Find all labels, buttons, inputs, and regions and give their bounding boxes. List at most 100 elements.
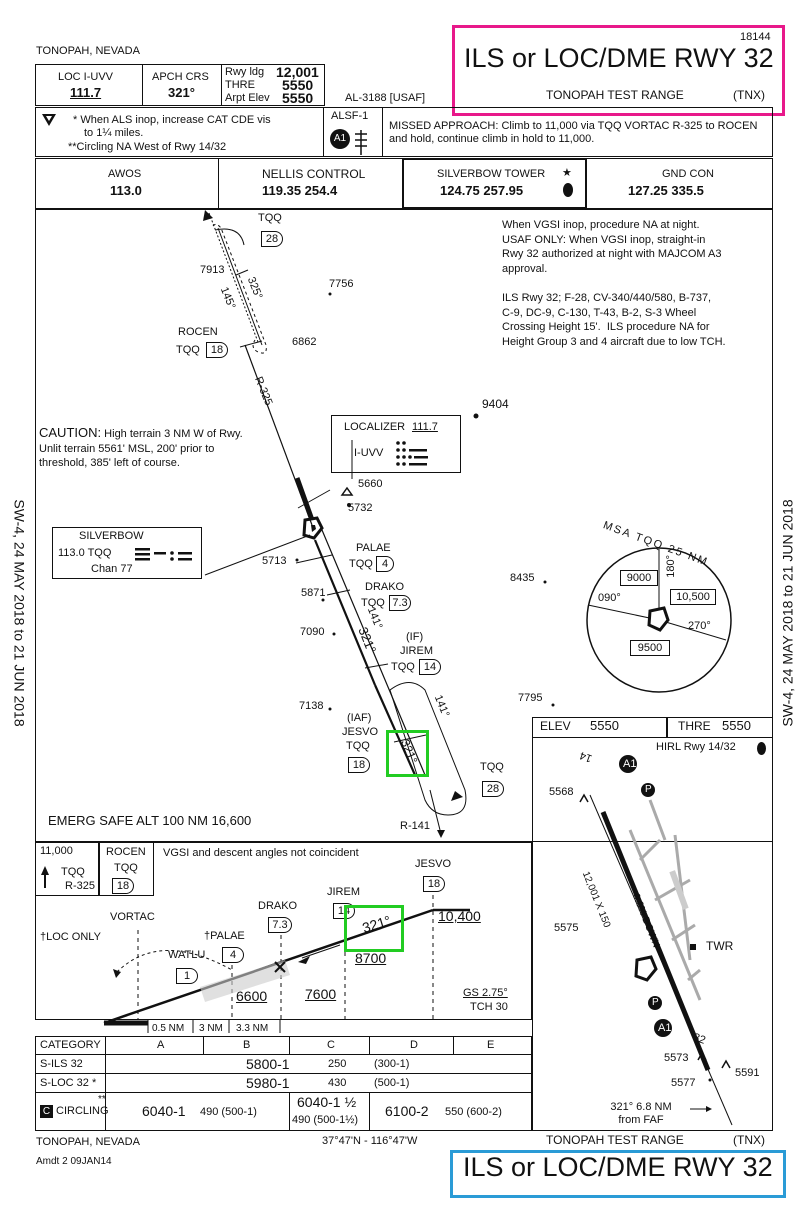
star-icon: ★ — [562, 167, 572, 179]
papi-icon: P — [645, 784, 652, 795]
side-validity-left: SW-4, 24 MAY 2018 to 21 JUN 2018 — [11, 499, 28, 727]
approach-lights-icon: A1 — [623, 758, 637, 770]
diag-elev-5577: 5577 — [671, 1077, 696, 1089]
min-sloc-label: S-LOC 32 * — [40, 1077, 97, 1089]
palae-dme: 4 — [376, 556, 394, 572]
note-als-inop: * When ALS inop, increase CAT CDE vis — [73, 114, 271, 126]
jesvo-tqq: TQQ — [346, 740, 370, 752]
scale-05nm: 0.5 NM — [152, 1023, 185, 1034]
jirem-tqq: TQQ — [391, 661, 415, 673]
tqq-top-label: TQQ — [258, 212, 282, 224]
min-circ-ab: 6040-1 — [142, 1103, 186, 1119]
footer-airport: TONOPAH TEST RANGE — [546, 1133, 684, 1147]
caution-label: CAUTION: — [39, 425, 102, 440]
briefing-strip — [35, 64, 325, 106]
plan-view — [35, 209, 773, 842]
diag-elev-5591: 5591 — [735, 1067, 760, 1079]
min-sils-vis: (300-1) — [374, 1058, 410, 1070]
localizer-id: I-UVV — [354, 447, 384, 459]
min-circ-label: CIRCLING — [56, 1105, 109, 1117]
chart-id: AL-3188 [USAF] — [345, 92, 426, 104]
silverbow-freq: 113.0 TQQ — [58, 547, 112, 559]
comm-tower-name: SILVERBOW TOWER — [437, 168, 546, 180]
elev-7913: 7913 — [200, 264, 225, 276]
caution-note: CAUTION: High terrain 3 NM W of Rwy. Unl… — [39, 425, 289, 470]
part-time-icon — [563, 183, 573, 197]
alt-6600: 6600 — [236, 988, 268, 1004]
footer-amendment: Amdt 2 09JAN14 — [36, 1156, 112, 1167]
profile-palae: PALAE — [210, 930, 245, 942]
alt-10400: 10,400 — [438, 908, 481, 924]
elev-7756: 7756 — [329, 278, 354, 290]
silverbow-tower-box — [402, 158, 587, 209]
footer-airport-id: (TNX) — [733, 1133, 765, 1147]
jesvo-dme: 18 — [348, 757, 370, 773]
msa-sector-9500: 9500 — [630, 640, 670, 656]
min-sloc-hat: 430 — [328, 1077, 347, 1089]
palae-label: PALAE — [356, 542, 391, 554]
elev-7138: 7138 — [299, 700, 324, 712]
rwy-ldg-label: Rwy ldg — [225, 66, 265, 78]
alsf-icon: A1 — [330, 129, 350, 149]
alsf-label: ALSF-1 — [331, 110, 369, 122]
circling-note-marker: ** — [98, 1094, 106, 1105]
hold-altitude: 11,000 — [40, 845, 73, 857]
hold-tqq: TQQ — [61, 866, 85, 878]
comm-gnd-name: GND CON — [662, 168, 714, 180]
circling-c-icon: C — [40, 1105, 53, 1118]
elev-9404: 9404 — [482, 397, 509, 411]
elev-8435: 8435 — [510, 572, 535, 584]
scale-33nm: 3.3 NM — [236, 1023, 269, 1034]
loc-only-label: LOC ONLY — [46, 931, 101, 943]
title-highlight-box — [452, 25, 785, 116]
rocen-dme: 18 — [206, 342, 228, 358]
silverbow-title: SILVERBOW — [79, 530, 144, 542]
elev-5871: 5871 — [301, 587, 326, 599]
minimums-table — [35, 1036, 532, 1131]
diag-elev-5568: 5568 — [549, 786, 574, 798]
profile-rocen-dme: 18 — [112, 878, 134, 894]
thre-value: 5550 — [282, 77, 314, 93]
min-sils-label: S-ILS 32 — [40, 1058, 83, 1070]
loc-frequency: 111.7 — [70, 85, 102, 100]
airport-id: (TNX) — [733, 88, 765, 102]
min-sloc-vis: (500-1) — [374, 1077, 410, 1089]
header-location: TONOPAH, NEVADA — [36, 45, 140, 57]
msa-sector-10500: 10,500 — [670, 589, 716, 605]
chart-title: ILS or LOC/DME RWY 32 — [464, 43, 774, 73]
localizer-title: LOCALIZER — [344, 421, 406, 433]
hold-radial: R-325 — [65, 880, 95, 892]
msa-sector-9000: 9000 — [620, 570, 658, 586]
thre-label: THRE — [225, 79, 255, 91]
rwy-ldg-value: 12,001 — [276, 64, 319, 80]
min-circ-c: 6040-1 ½ — [297, 1094, 357, 1110]
silverbow-chan: Chan 77 — [91, 563, 133, 575]
diag-elev-5573: 5573 — [664, 1052, 689, 1064]
drako-dme: 7.3 — [389, 595, 411, 611]
min-circ-de-hat: 550 (600-2) — [445, 1106, 502, 1118]
profile-jirem: JIREM — [327, 886, 360, 898]
localizer-freq: 111.7 — [412, 421, 438, 433]
profile-watlu: WATLU — [168, 949, 206, 961]
diag-elev-5575: 5575 — [554, 922, 579, 934]
min-header-e: E — [487, 1039, 495, 1051]
threshold-crossing-height: TCH 30 — [470, 1001, 508, 1013]
hirl-label: HIRL Rwy 14/32 — [656, 741, 736, 753]
elev-7090: 7090 — [300, 626, 325, 638]
palae-tqq: TQQ — [349, 558, 373, 570]
diag-thre-label: THRE — [678, 719, 711, 733]
elev-5732: 5732 — [348, 502, 373, 514]
min-sils-hat: 250 — [328, 1058, 347, 1070]
jesvo-label: JESVO — [342, 726, 379, 738]
distance-from-faf: 321° 6.8 NM from FAF — [610, 1101, 672, 1126]
elev-5713: 5713 — [262, 555, 287, 567]
elev-7795: 7795 — [518, 692, 543, 704]
footer-location: TONOPAH, NEVADA — [36, 1136, 140, 1148]
glideslope-angle: GS 2.75° — [463, 987, 508, 999]
localizer-box — [331, 415, 461, 473]
comm-tower-freq: 124.75 257.95 — [440, 183, 524, 198]
rocen-label: ROCEN — [178, 326, 218, 338]
